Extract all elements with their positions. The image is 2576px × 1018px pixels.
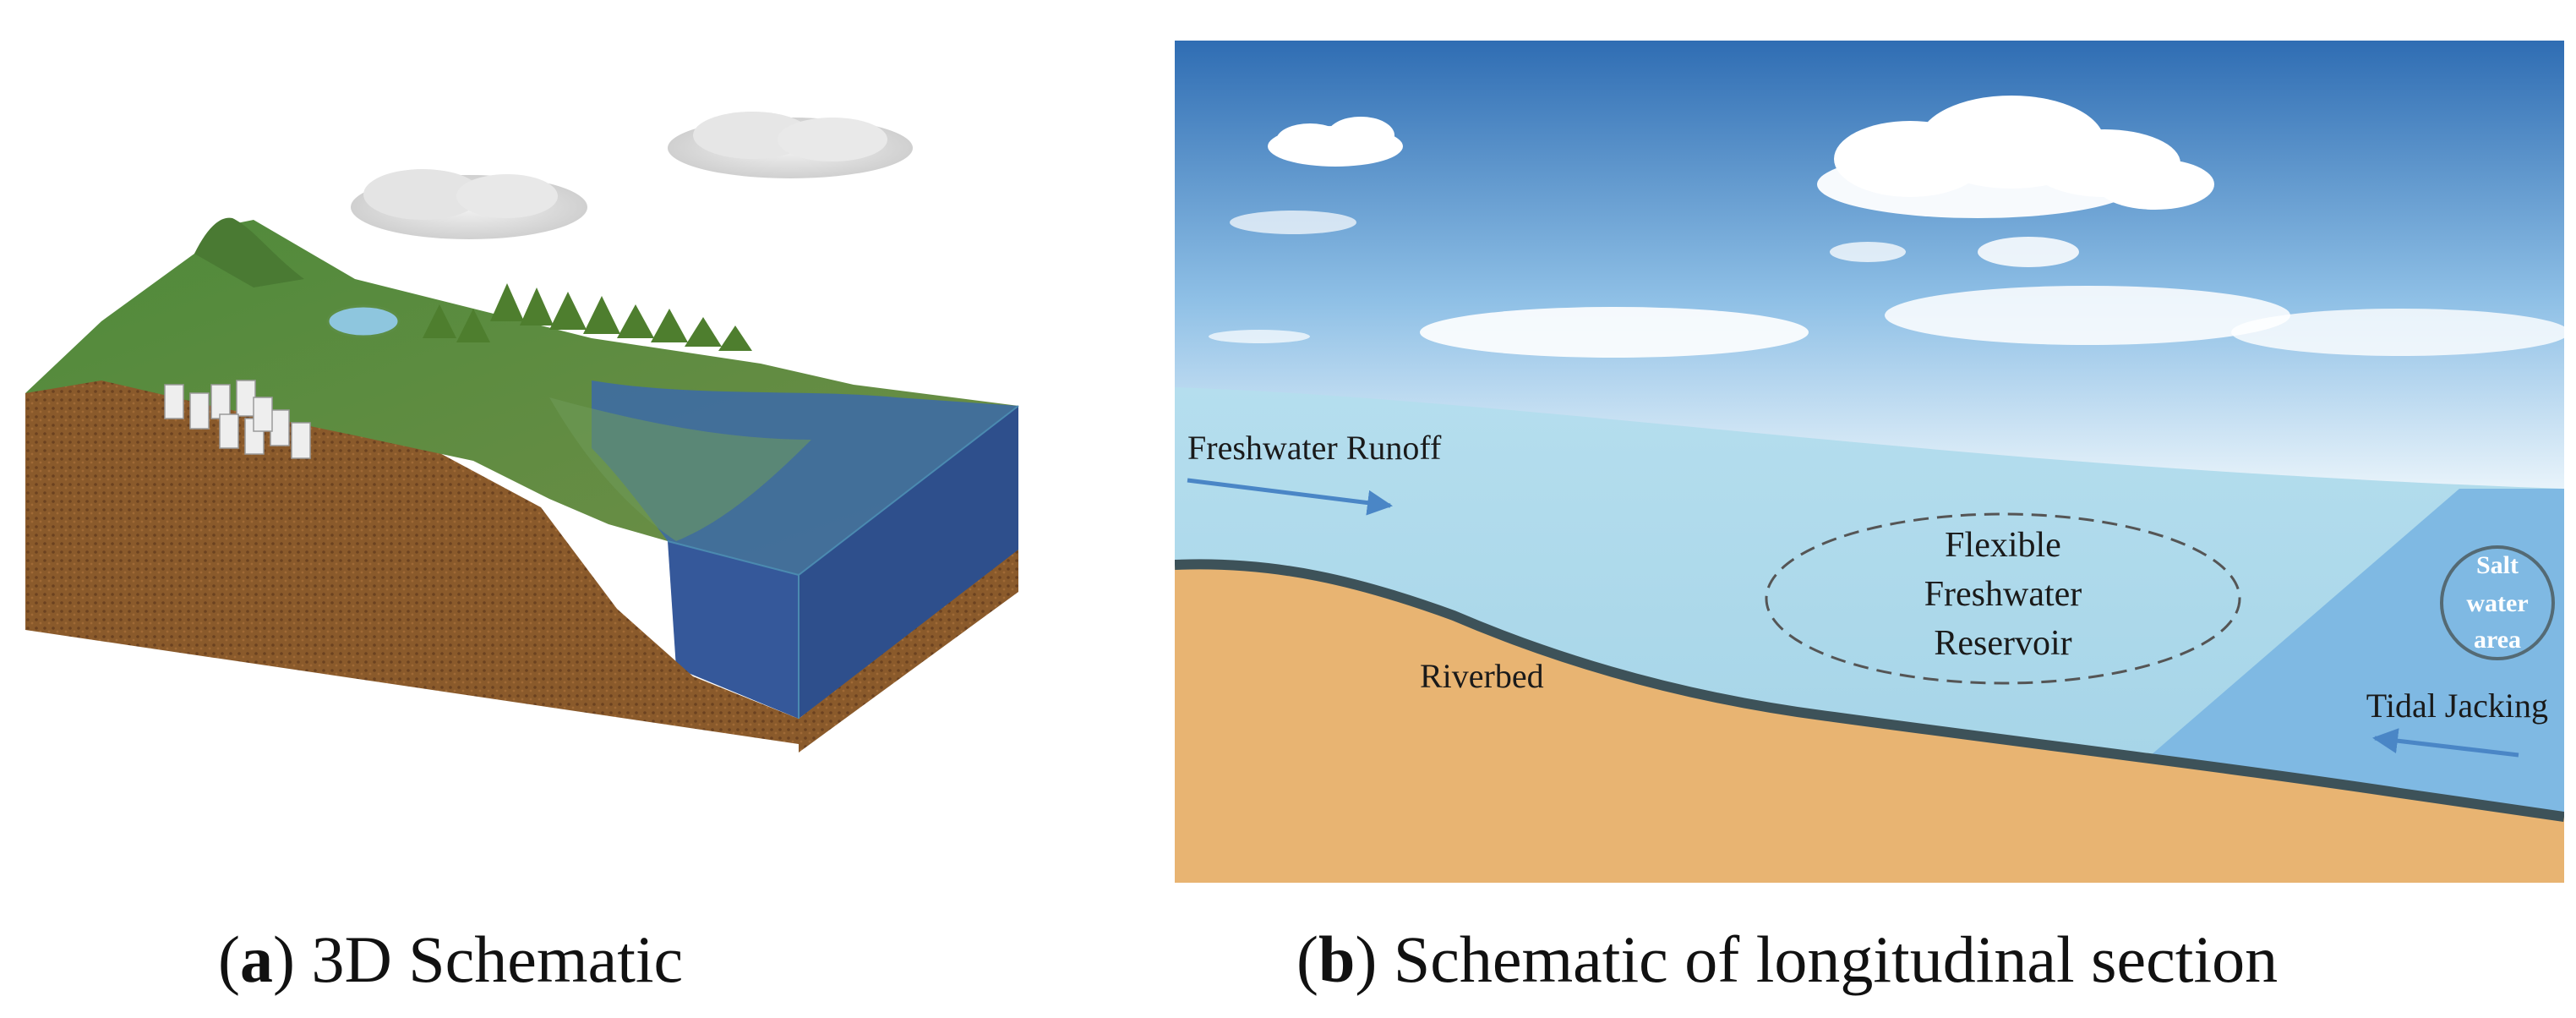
runoff-arrow	[1187, 478, 1393, 516]
panel-3d-schematic	[0, 0, 1048, 896]
salt-water-wedge	[2138, 489, 2564, 818]
mountain	[194, 217, 304, 287]
freshwater-runoff-label: Freshwater Runoff	[1187, 429, 1442, 467]
caption-b-text: Schematic of longitudinal section	[1393, 922, 2279, 996]
tidal-arrow	[2372, 728, 2519, 758]
reservoir-label-line1: Flexible	[1945, 526, 2061, 565]
salt-label-line3: area	[2474, 626, 2521, 654]
sky-clouds	[1209, 96, 2569, 358]
caption-b-letter: b	[1318, 922, 1356, 996]
caption-a: (a) 3D Schematic	[218, 922, 684, 996]
riverbed-line	[1174, 559, 2565, 822]
cloud-right	[668, 112, 913, 178]
sea-block-front	[668, 541, 799, 719]
longitudinal-section-illustration: Freshwater Runoff Flexible Freshwater Re…	[1174, 41, 2569, 883]
forest	[423, 283, 752, 351]
caption-a-letter: a	[239, 922, 273, 996]
soil-right-face	[799, 550, 1018, 753]
caption-b: (b) Schematic of longitudinal section	[1296, 922, 2279, 996]
riverbed-label: Riverbed	[1420, 657, 1544, 695]
city-buildings	[164, 380, 311, 459]
lake	[326, 304, 401, 338]
salt-label-line2: water	[2466, 589, 2528, 617]
salt-label-line1: Salt	[2476, 551, 2519, 579]
cloud-left	[351, 169, 587, 239]
sea-block-side	[799, 406, 1018, 719]
3d-schematic-illustration	[25, 112, 1019, 753]
panel-longitudinal-section: Freshwater Runoff Flexible Freshwater Re…	[1174, 41, 2569, 883]
soil-front-face	[25, 372, 799, 744]
reservoir-label-line2: Freshwater	[1924, 575, 2082, 614]
salt-water-area-marker	[2440, 545, 2555, 660]
tidal-jacking-label: Tidal Jacking	[2366, 687, 2548, 725]
reservoir-label-line3: Reservoir	[1934, 624, 2071, 663]
caption-a-text: 3D Schematic	[311, 922, 684, 996]
reservoir-boundary	[1765, 512, 2241, 685]
